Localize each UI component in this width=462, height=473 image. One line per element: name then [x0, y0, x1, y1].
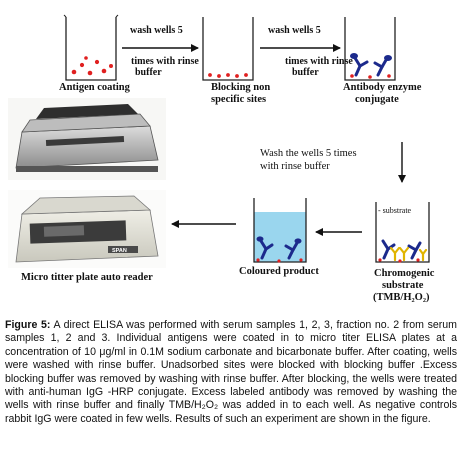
label-conjugate-line1: Antibody enzyme	[343, 82, 422, 93]
label-substrate-tag: - substrate	[378, 206, 412, 215]
figure-caption-text: A direct ELISA was performed with serum …	[5, 319, 457, 425]
label-blocking-line2: specific sites	[211, 94, 267, 105]
label-wash2-line3: buffer	[292, 67, 319, 78]
well-conjugate	[344, 17, 396, 81]
label-wash2-line2: times with rinse	[285, 56, 353, 67]
label-antigen-coating: Antigen coating	[59, 82, 130, 93]
plate-reader-photo: SPAN	[8, 190, 166, 268]
label-coloured-product: Coloured product	[239, 266, 319, 277]
label-wash1-line3: buffer	[135, 67, 162, 78]
well-blocking	[202, 17, 254, 81]
label-wash1-line2: times with rinse	[131, 56, 199, 67]
label-wash3-line1: Wash the wells 5 times	[260, 148, 357, 159]
figure-caption: Figure 5: A direct ELISA was performed w…	[5, 319, 457, 426]
label-chromogenic-line2: substrate	[382, 280, 424, 291]
well-substrate	[375, 202, 430, 263]
label-plate-reader: Micro titter plate auto reader	[21, 272, 153, 283]
figure-label: Figure 5:	[5, 319, 51, 331]
label-chromogenic-line3: (TMB/H₂O₂)	[373, 292, 430, 303]
label-conjugate-line2: conjugate	[355, 94, 399, 105]
label-chromogenic-line1: Chromogenic	[374, 268, 435, 279]
printer-photo	[8, 98, 166, 180]
well-antigen-coating	[63, 14, 119, 81]
well-coloured-product	[253, 198, 307, 263]
label-wash1-line1: wash wells 5	[130, 25, 183, 36]
reader-brand: SPAN	[112, 248, 127, 254]
label-wash3-line2: with rinse buffer	[260, 161, 330, 172]
label-blocking-line1: Blocking non	[211, 82, 271, 93]
label-wash2-line1: wash wells 5	[268, 25, 321, 36]
